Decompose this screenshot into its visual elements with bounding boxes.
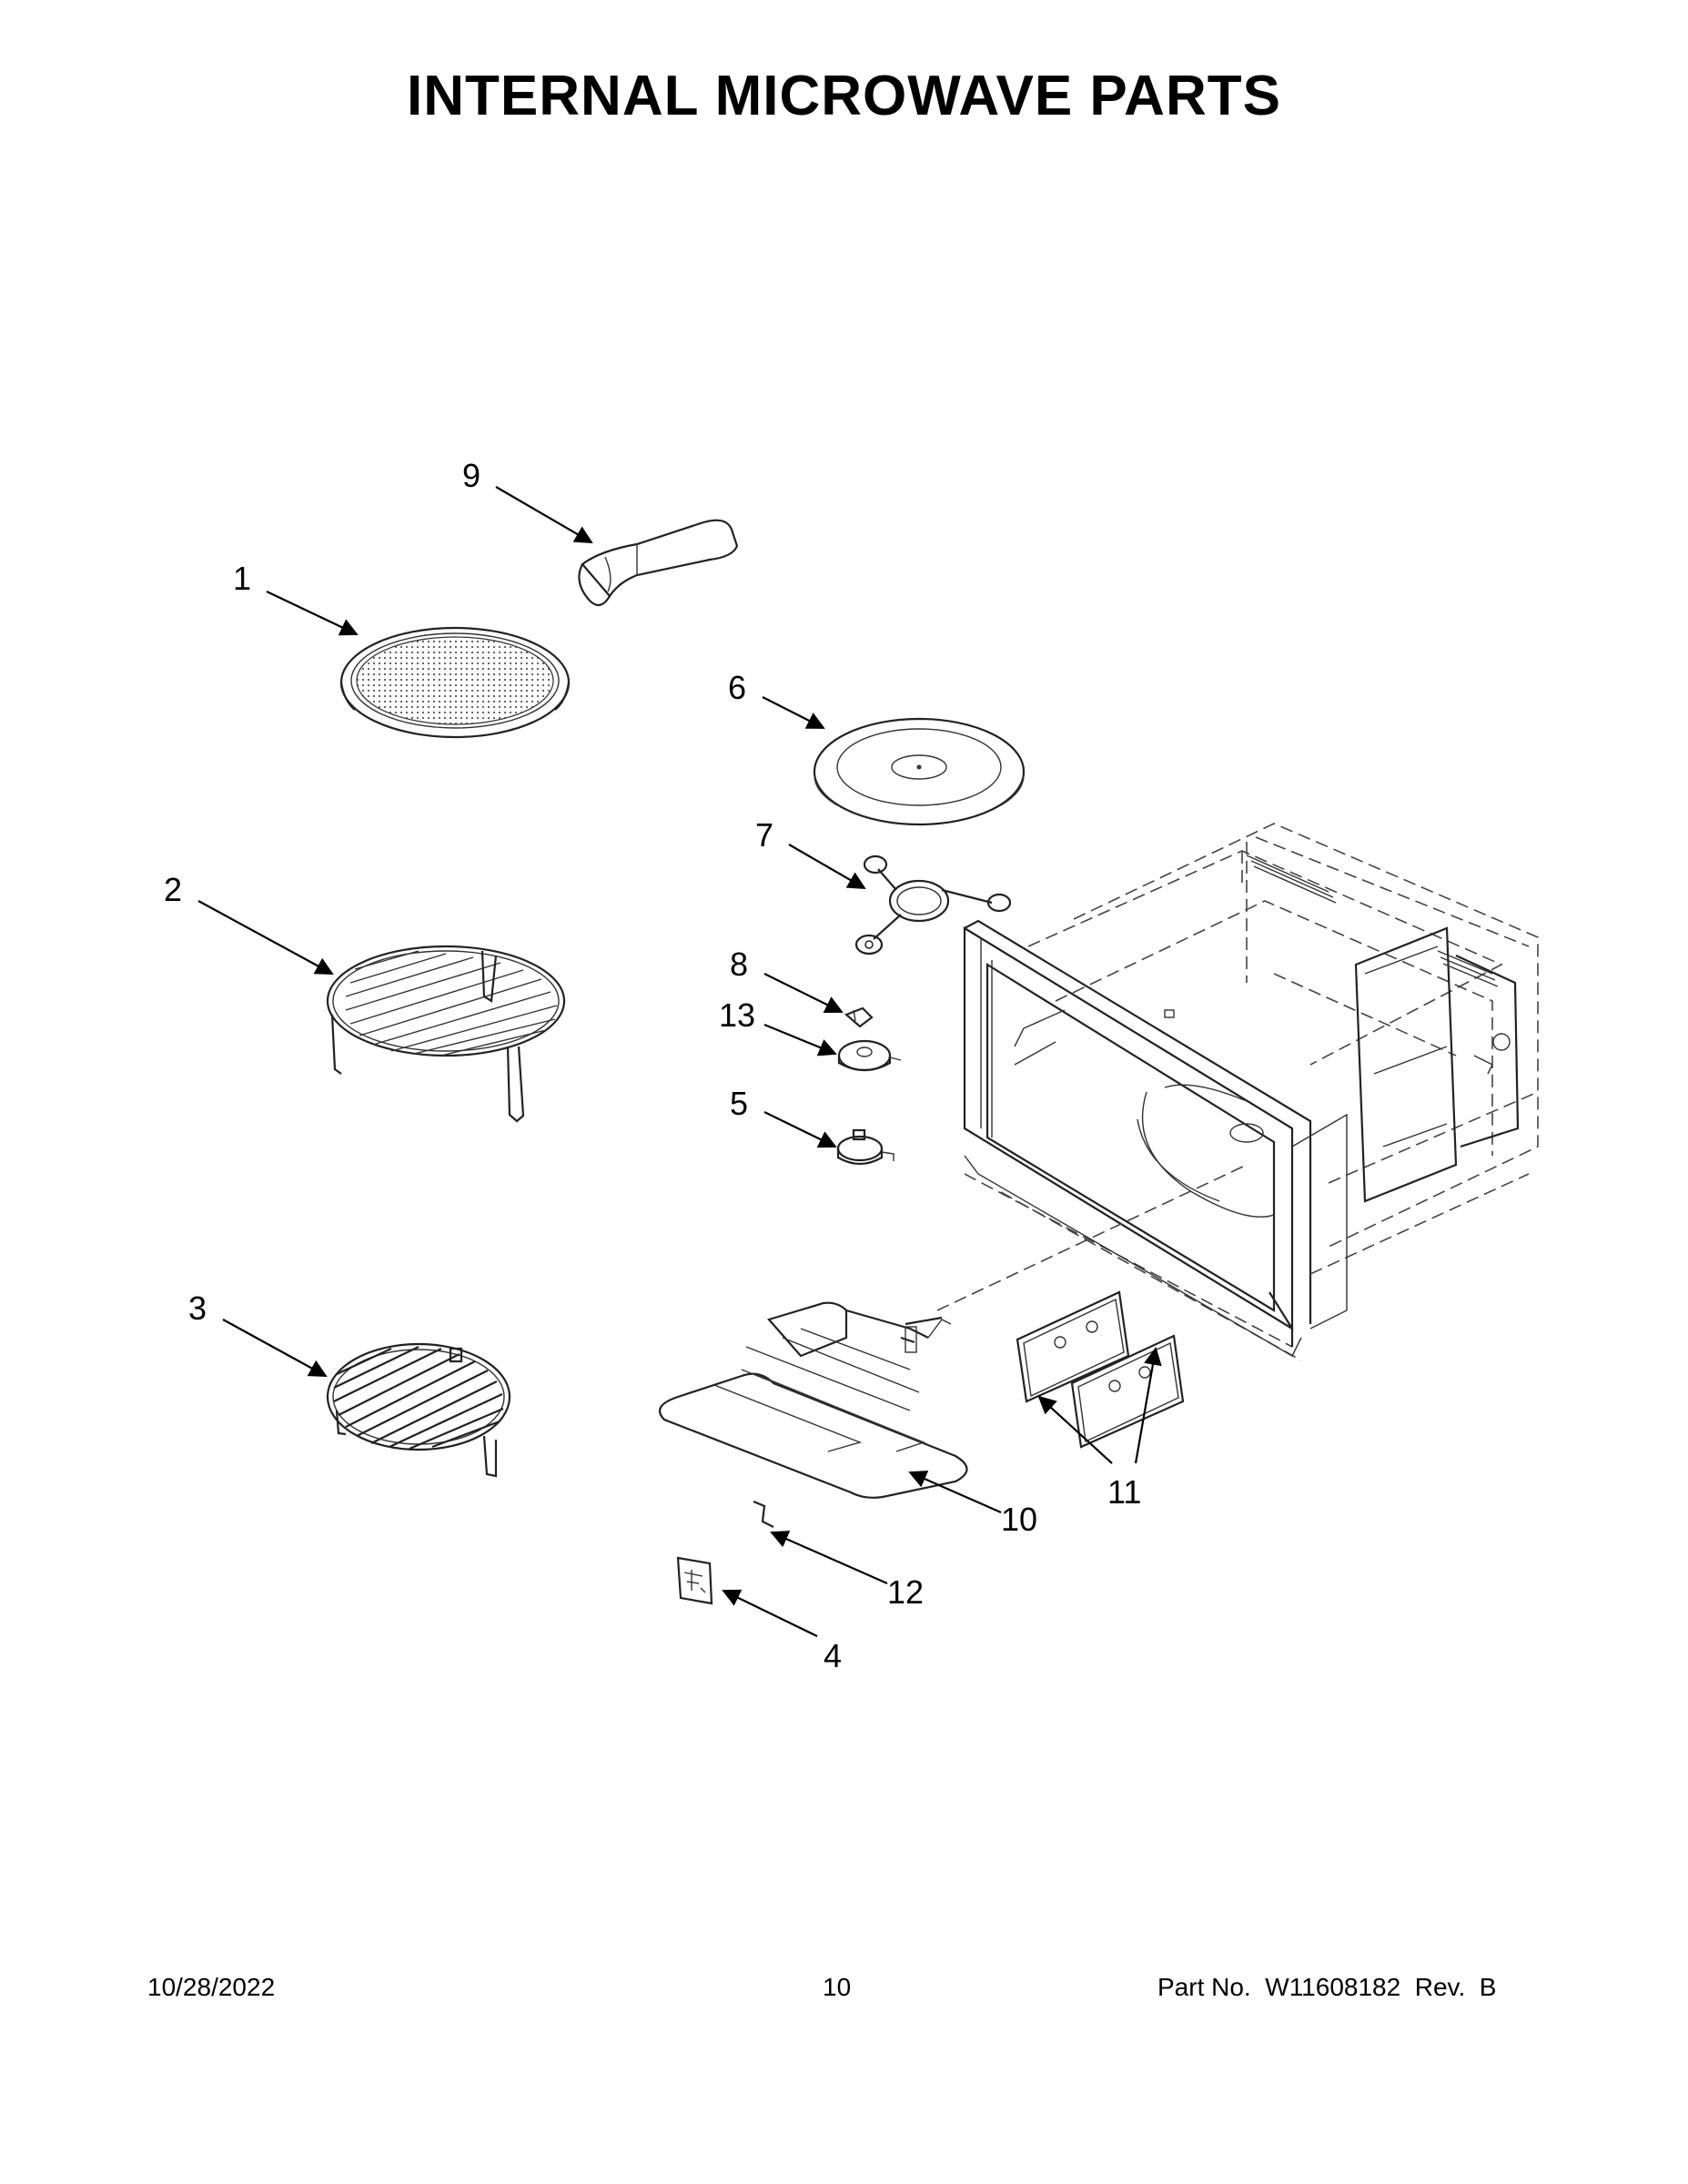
callout-13: 13 — [719, 996, 755, 1034]
leader-6 — [762, 696, 825, 729]
part-2-low-rack — [326, 945, 566, 1123]
page-title: INTERNAL MICROWAVE PARTS — [407, 65, 1281, 127]
callout-7: 7 — [755, 816, 773, 854]
leader-7 — [788, 844, 866, 889]
footer-date: 10/28/2022 — [147, 1973, 276, 2001]
leader-5 — [763, 1111, 837, 1148]
leader-1 — [266, 591, 359, 636]
leader-3 — [222, 1319, 328, 1377]
leader-11a — [1037, 1395, 1113, 1464]
callout-5: 5 — [730, 1085, 748, 1122]
callout-12: 12 — [887, 1573, 924, 1611]
callout-9: 9 — [462, 457, 480, 494]
leader-10 — [908, 1471, 1002, 1514]
callout-labels: 9 1 6 7 2 8 13 5 3 10 11 12 4 — [164, 457, 1141, 1674]
leader-13 — [763, 1023, 837, 1057]
microwave-cavity — [936, 823, 1539, 1361]
callout-2: 2 — [164, 871, 182, 908]
callout-3: 3 — [188, 1289, 207, 1327]
callout-1: 1 — [233, 560, 251, 597]
part-4-label — [676, 1556, 713, 1605]
part-3-high-rack — [326, 1342, 511, 1478]
leader-4 — [722, 1589, 818, 1637]
callout-11: 11 — [1107, 1473, 1141, 1511]
part-1-crisper-pan — [339, 626, 571, 739]
part-5-turntable-motor — [836, 1128, 895, 1166]
leader-2 — [197, 900, 334, 975]
footer-page-number: 10 — [823, 1973, 852, 2001]
part-7-turntable-support — [854, 854, 1012, 956]
part-10-heating-element — [658, 1301, 968, 1499]
callout-4: 4 — [824, 1637, 842, 1674]
part-13-motor — [837, 1039, 902, 1072]
leader-arrows — [197, 486, 1162, 1637]
part-11-waveguide-covers — [1016, 1290, 1185, 1449]
callout-8: 8 — [730, 945, 748, 983]
footer-part-number: Part No. W11608182 Rev. B — [1157, 1973, 1497, 2001]
leader-12 — [770, 1531, 888, 1585]
part-9-handle — [578, 519, 739, 607]
callout-6: 6 — [728, 669, 746, 706]
leader-8 — [763, 973, 844, 1013]
part-8-coupler — [844, 1006, 874, 1028]
part-6-turntable-tray — [813, 717, 1026, 826]
leader-9 — [495, 486, 593, 543]
callout-10: 10 — [1001, 1501, 1037, 1538]
leader-11b — [1134, 1347, 1162, 1464]
part-12-bracket — [753, 1500, 774, 1528]
